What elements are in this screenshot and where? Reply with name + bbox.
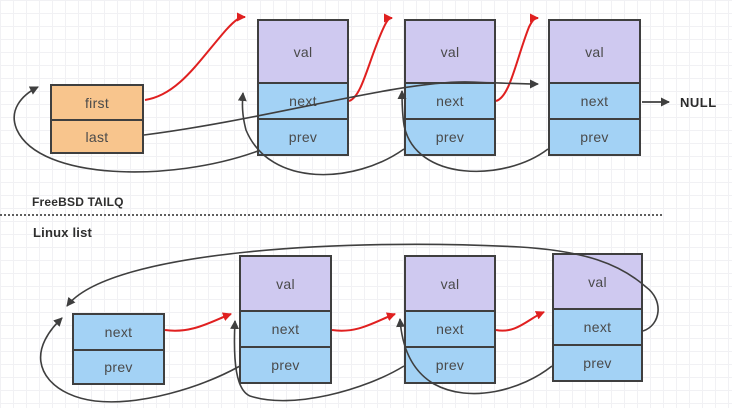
linux-node3-val-cell: val [554, 255, 641, 308]
arrow-linux-node1-next-to-node2 [331, 312, 396, 332]
linux-node-2: val next prev [404, 255, 496, 384]
tailq-head-box: first last [50, 84, 144, 154]
arrow-tailq-node2-next-to-node3 [495, 13, 539, 102]
tailq-node2-next-cell: next [406, 82, 494, 118]
tailq-node2-val-cell: val [406, 21, 494, 82]
linux-node1-prev-cell: prev [241, 346, 330, 382]
linux-head-box: next prev [72, 313, 165, 385]
tailq-node1-next-cell: next [259, 82, 347, 118]
linux-node3-next-cell: next [554, 308, 641, 344]
tailq-node-3: val next prev [548, 19, 641, 156]
null-label: NULL [680, 95, 717, 110]
tailq-node3-val-cell: val [550, 21, 639, 82]
tailq-head-first-cell: first [52, 86, 142, 119]
tailq-node1-val-cell: val [259, 21, 347, 82]
linux-node2-val-cell: val [406, 257, 494, 310]
linux-node3-prev-cell: prev [554, 344, 641, 380]
arrow-linux-head-next-to-node1 [164, 312, 232, 332]
tailq-node1-prev-cell: prev [259, 118, 347, 154]
linux-section-label: Linux list [33, 225, 93, 240]
linux-node2-prev-cell: prev [406, 346, 494, 382]
linux-node-1: val next prev [239, 255, 332, 384]
linux-node2-next-cell: next [406, 310, 494, 346]
tailq-node3-next-cell: next [550, 82, 639, 118]
linux-head-next-cell: next [74, 315, 163, 349]
tailq-node2-prev-cell: prev [406, 118, 494, 154]
arrow-first-to-node1 [144, 12, 246, 101]
tailq-node-2: val next prev [404, 19, 496, 156]
arrow-tailq-node1-next-to-node2 [348, 13, 393, 102]
section-divider [0, 214, 662, 216]
tailq-node3-prev-cell: prev [550, 118, 639, 154]
linux-head-prev-cell: prev [74, 349, 163, 383]
tailq-head-last-cell: last [52, 119, 142, 152]
arrow-linux-node2-next-to-node3 [495, 311, 545, 332]
linux-node-3: val next prev [552, 253, 643, 382]
linux-node1-val-cell: val [241, 257, 330, 310]
linux-node1-next-cell: next [241, 310, 330, 346]
tailq-section-label: FreeBSD TAILQ [32, 195, 124, 209]
tailq-node-1: val next prev [257, 19, 349, 156]
